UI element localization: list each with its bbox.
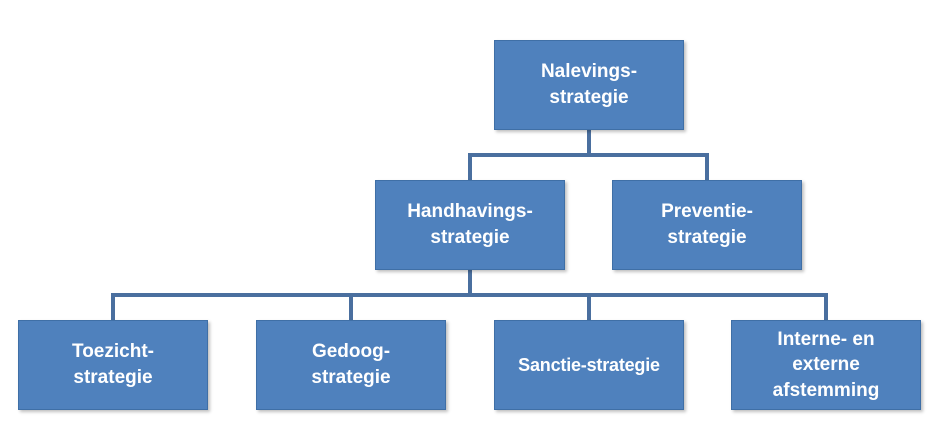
- sanctiestrategie-label: Sanctie-strategie: [518, 354, 660, 375]
- preventiestrategie-label: Preventie- strategie: [661, 201, 753, 248]
- gedoogstrategie-box: Gedoog- strategie: [256, 320, 446, 410]
- gedoogstrategie-label: Gedoog- strategie: [311, 341, 391, 388]
- afstemming-label: Interne- en externe afstemming: [772, 328, 880, 401]
- toezichtstrategie-label: Toezicht- strategie: [72, 341, 154, 388]
- preventiestrategie-box: Preventie- strategie: [612, 180, 802, 270]
- handhavingsstrategie-label: Handhavings- strategie: [407, 201, 533, 248]
- handhavingsstrategie-box: Handhavings- strategie: [375, 180, 565, 270]
- nalevingsstrategie-box: Nalevings- strategie: [494, 40, 684, 130]
- afstemming-box: Interne- en externe afstemming: [731, 320, 921, 410]
- nalevingsstrategie-label: Nalevings- strategie: [540, 61, 638, 108]
- sanctiestrategie-box: Sanctie-strategie: [494, 320, 684, 410]
- toezichtstrategie-box: Toezicht- strategie: [18, 320, 208, 410]
